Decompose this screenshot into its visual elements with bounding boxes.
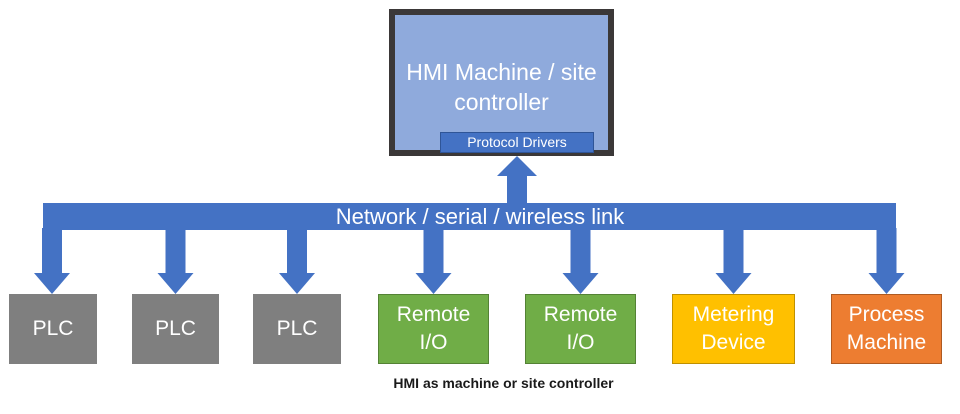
down-arrow-head <box>562 273 599 294</box>
down-arrow-shaft <box>423 228 444 274</box>
network-link-label: Network / serial / wireless link <box>335 204 625 229</box>
down-arrow-head <box>279 273 315 294</box>
device-process-machine: Process Machine <box>831 294 942 364</box>
down-arrow-shaft <box>42 228 62 274</box>
down-arrow-head <box>34 273 70 294</box>
device-remote-io-2: Remote I/O <box>525 294 636 364</box>
device-plc-2: PLC <box>132 294 219 364</box>
device-label: PLC <box>32 317 74 340</box>
hmi-controller-box: HMI Machine / site controller Protocol D… <box>389 9 614 156</box>
controller-title: HMI Machine / site controller <box>406 59 597 115</box>
down-arrow-head <box>157 273 194 294</box>
down-arrow-shaft <box>723 228 744 274</box>
device-plc-3: PLC <box>253 294 341 364</box>
device-metering: Metering Device <box>672 294 795 364</box>
protocol-drivers-box: Protocol Drivers <box>440 132 594 153</box>
down-arrow-head <box>868 273 905 294</box>
down-arrow-shaft <box>570 228 591 274</box>
device-label: PLC <box>276 317 318 340</box>
device-label: Remote I/O <box>543 303 618 354</box>
uplink-arrow-head <box>497 156 537 176</box>
network-bus <box>43 203 896 230</box>
device-plc-1: PLC <box>9 294 97 364</box>
down-arrow-shaft <box>876 228 897 274</box>
device-remote-io-1: Remote I/O <box>378 294 489 364</box>
down-arrow-shaft <box>165 228 186 274</box>
down-arrow-head <box>715 273 752 294</box>
down-arrow-shaft <box>287 228 307 274</box>
down-arrow-head <box>415 273 452 294</box>
diagram-caption: HMI as machine or site controller <box>393 375 614 391</box>
device-label: Metering Device <box>692 303 775 354</box>
uplink-arrow-shaft <box>507 175 527 205</box>
device-label: Remote I/O <box>396 303 471 354</box>
device-label: Process Machine <box>846 303 927 354</box>
device-label: PLC <box>155 317 196 340</box>
